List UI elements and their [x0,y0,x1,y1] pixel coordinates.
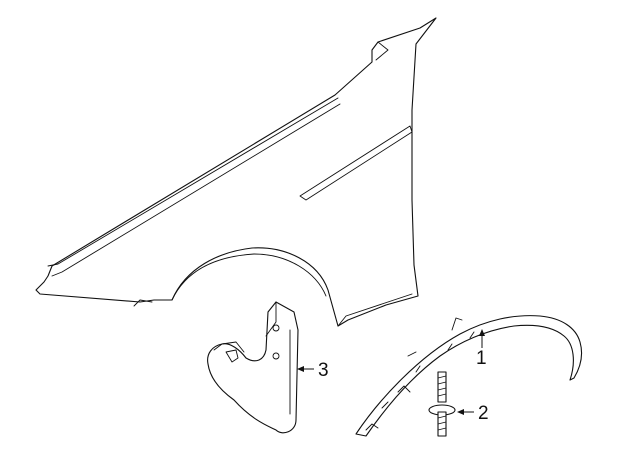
mud-flap-part [207,301,299,434]
fender-part [35,17,437,327]
callout-3-label: 3 [318,360,329,381]
callout-2-label: 2 [478,403,489,424]
wheel-arch-molding-part [355,315,583,437]
clip-fastener-part [428,371,456,437]
callout-1-label: 1 [476,348,487,369]
